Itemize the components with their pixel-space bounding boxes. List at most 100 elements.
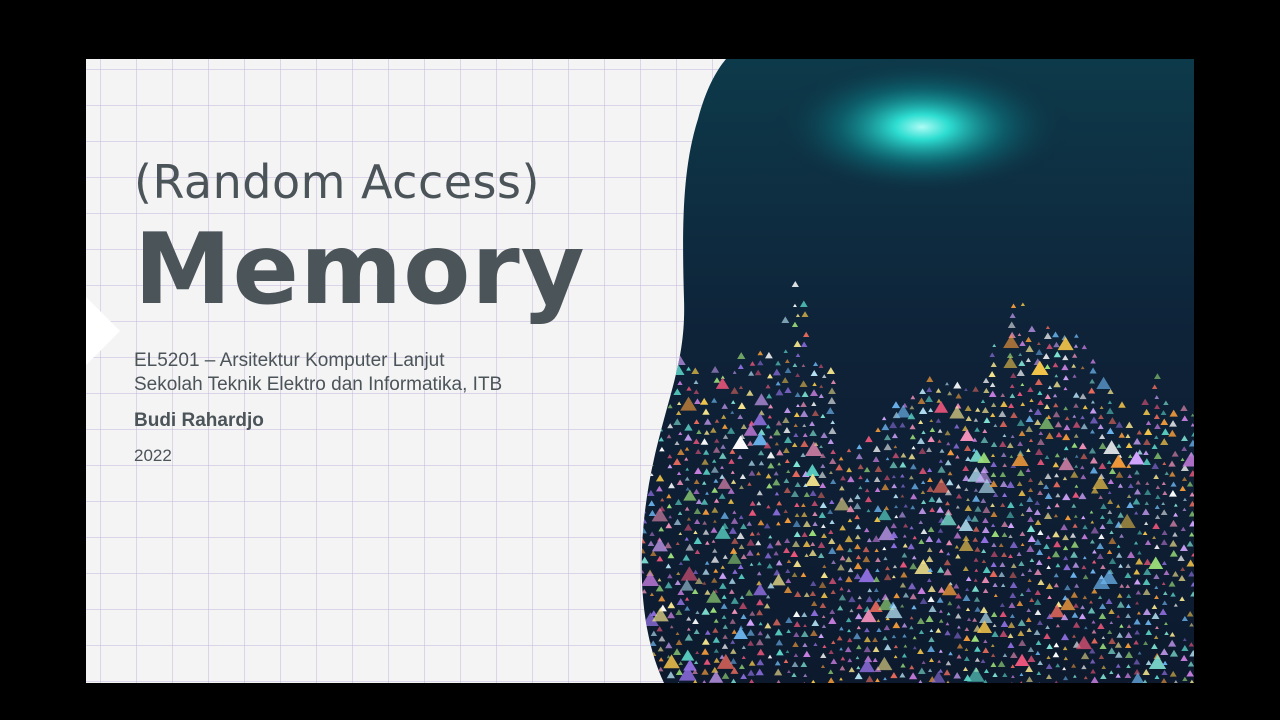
triangle-mark xyxy=(927,585,936,593)
triangle-mark xyxy=(837,576,843,581)
triangle-mark xyxy=(917,587,926,595)
triangle-mark xyxy=(958,518,974,532)
triangle-mark xyxy=(1155,485,1161,489)
triangle-mark xyxy=(728,458,735,464)
triangle-mark xyxy=(938,618,944,623)
triangle-mark xyxy=(1190,591,1194,597)
triangle-mark xyxy=(651,538,668,552)
triangle-mark xyxy=(800,410,809,417)
triangle-mark xyxy=(864,477,870,483)
triangle-mark xyxy=(1161,530,1168,535)
triangle-mark xyxy=(827,669,834,674)
triangle-mark xyxy=(1052,531,1060,538)
triangle-mark xyxy=(1037,490,1043,496)
triangle-mark xyxy=(1007,642,1015,648)
triangle-mark xyxy=(1064,416,1070,421)
triangle-mark xyxy=(1181,615,1188,622)
triangle-mark xyxy=(747,678,756,683)
triangle-mark xyxy=(975,468,993,483)
triangle-mark xyxy=(1020,512,1025,516)
triangle-mark xyxy=(1118,401,1126,408)
triangle-mark xyxy=(1037,390,1043,396)
triangle-mark xyxy=(901,622,908,628)
triangle-mark xyxy=(946,551,951,556)
triangle-mark xyxy=(786,669,791,673)
triangle-mark xyxy=(856,644,862,650)
triangle-mark xyxy=(1008,553,1013,558)
triangle-mark xyxy=(890,672,898,679)
triangle-mark xyxy=(703,449,710,455)
triangle-mark xyxy=(965,576,972,582)
triangle-mark xyxy=(757,630,763,636)
triangle-mark xyxy=(1060,597,1076,611)
triangle-mark xyxy=(803,623,807,627)
triangle-mark xyxy=(755,668,764,676)
triangle-mark xyxy=(919,597,928,605)
triangle-mark xyxy=(678,661,683,666)
triangle-mark xyxy=(1090,676,1099,683)
triangle-mark xyxy=(801,611,808,617)
triangle-mark xyxy=(980,399,986,403)
triangle-mark xyxy=(765,473,772,479)
triangle-mark xyxy=(917,679,923,683)
triangle-mark xyxy=(1136,449,1143,455)
triangle-mark xyxy=(1044,473,1052,480)
triangle-mark xyxy=(928,407,934,413)
triangle-mark xyxy=(693,507,702,515)
triangle-mark xyxy=(658,657,664,662)
triangle-mark xyxy=(800,401,807,407)
triangle-mark xyxy=(810,369,818,376)
triangle-mark xyxy=(1080,453,1088,460)
triangle-mark xyxy=(1171,450,1179,457)
triangle-mark xyxy=(1164,631,1169,635)
triangle-mark xyxy=(1182,676,1188,682)
triangle-mark xyxy=(883,443,892,451)
triangle-mark xyxy=(1117,512,1124,518)
triangle-mark xyxy=(1135,590,1142,595)
triangle-mark xyxy=(1010,411,1018,418)
triangle-mark xyxy=(975,407,981,412)
triangle-mark xyxy=(684,605,691,611)
course-line-2: Sekolah Teknik Elektro dan Informatika, … xyxy=(134,374,503,395)
triangle-mark xyxy=(1143,450,1149,455)
triangle-mark xyxy=(965,456,971,462)
triangle-mark xyxy=(1144,521,1149,525)
triangle-mark xyxy=(964,387,968,392)
triangle-mark xyxy=(1009,571,1017,578)
triangle-mark xyxy=(1006,352,1014,358)
triangle-mark xyxy=(793,432,799,437)
triangle-mark xyxy=(675,410,682,416)
triangle-mark xyxy=(1160,418,1169,425)
triangle-mark xyxy=(669,625,674,629)
triangle-mark xyxy=(703,418,712,425)
triangle-mark xyxy=(1154,674,1160,679)
triangle-mark xyxy=(873,587,879,592)
triangle-mark xyxy=(756,501,762,506)
triangle-mark xyxy=(872,657,878,662)
triangle-mark xyxy=(885,457,890,461)
triangle-mark xyxy=(810,580,817,586)
triangle-mark xyxy=(1124,631,1133,639)
triangle-mark xyxy=(803,491,810,497)
triangle-mark xyxy=(1125,603,1131,609)
triangle-mark xyxy=(894,504,899,509)
triangle-mark xyxy=(876,656,893,671)
triangle-mark xyxy=(883,505,890,511)
triangle-mark xyxy=(1047,595,1052,600)
triangle-mark xyxy=(883,677,887,681)
triangle-mark xyxy=(927,477,933,483)
triangle-mark xyxy=(1062,595,1069,601)
triangle-mark xyxy=(678,561,684,566)
triangle-mark xyxy=(837,605,844,611)
triangle-mark xyxy=(1034,609,1042,616)
triangle-mark xyxy=(693,438,700,445)
triangle-mark xyxy=(910,493,918,500)
triangle-mark xyxy=(1053,540,1062,548)
triangle-mark xyxy=(772,618,781,626)
triangle-mark xyxy=(883,556,888,561)
triangle-mark xyxy=(674,440,680,446)
triangle-mark xyxy=(956,654,962,659)
triangle-mark xyxy=(1160,648,1169,655)
triangle-mark xyxy=(953,631,962,639)
triangle-mark xyxy=(1109,670,1114,674)
